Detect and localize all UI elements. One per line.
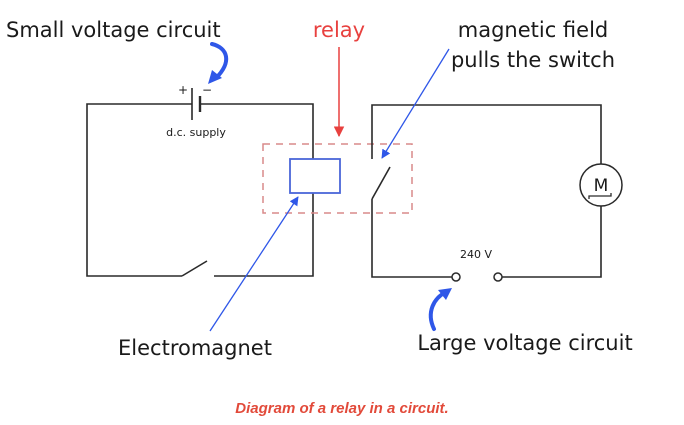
small-circuit-wire-left	[86, 103, 192, 277]
battery-plus-sign: +	[178, 83, 188, 97]
magnetic-field-pointer-arrow	[381, 48, 450, 159]
terminal-pointer-arrowhead	[438, 288, 452, 300]
diagram-caption: Diagram of a relay in a circuit.	[235, 400, 449, 417]
small-voltage-circuit: + − d.c. supply	[86, 83, 314, 277]
terminal-left	[451, 272, 461, 282]
electromagnet-coil	[289, 158, 341, 194]
small-circuit-open-switch	[181, 260, 208, 277]
large-circuit-wire-left	[371, 199, 452, 278]
large-circuit-wire-top	[371, 104, 602, 164]
magnetic-field-label-line2: pulls the switch	[451, 48, 615, 72]
large-voltage-circuit-label: Large voltage circuit	[417, 331, 632, 355]
relay-switch-contact	[371, 166, 391, 200]
electromagnet-label: Electromagnet	[118, 336, 272, 360]
terminal-right	[493, 272, 503, 282]
relay-label: relay	[313, 18, 365, 42]
motor-underline	[588, 193, 612, 199]
motor-symbol: M	[594, 176, 609, 196]
terminal-pointer-arrow	[428, 290, 448, 331]
motor: M	[579, 163, 623, 207]
battery-pointer-arrow	[210, 42, 228, 80]
large-voltage-circuit: 240 V	[371, 104, 602, 282]
battery-minus-sign: −	[202, 83, 212, 97]
relay-enclosure	[262, 143, 413, 214]
magnetic-field-label-line1: magnetic field	[458, 18, 609, 42]
battery-pointer-arrowhead	[208, 70, 222, 84]
electromagnet-pointer-arrow	[209, 196, 299, 332]
voltage-label: 240 V	[460, 248, 492, 261]
dc-supply-label: d.c. supply	[166, 126, 226, 139]
small-voltage-circuit-label: Small voltage circuit	[6, 18, 221, 42]
large-circuit-wire-right	[502, 206, 602, 278]
